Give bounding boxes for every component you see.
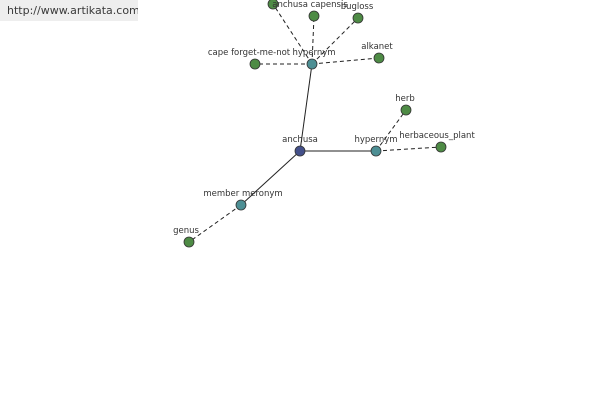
node-label-cape[interactable]: cape forget-me-not <box>208 48 291 58</box>
node-label-hyp2[interactable]: hypernym <box>354 135 397 145</box>
node-label-memb[interactable]: member meronym <box>203 189 282 199</box>
node-hyp2[interactable] <box>370 145 382 157</box>
edge-hyp1-bugloss <box>311 17 359 65</box>
edge-anchusa-memb <box>240 150 301 206</box>
labels-layer: anchusa hypernym hypernym member meronym cap… <box>173 0 475 236</box>
node-label-herbplant[interactable]: herbaceous_plant <box>399 131 475 141</box>
node-label-hyp1[interactable]: hypernym <box>292 48 335 58</box>
node-genus[interactable] <box>183 236 195 248</box>
edge-hyp2-herbplant <box>375 146 442 152</box>
node-herb[interactable] <box>400 104 412 116</box>
edges-layer <box>188 3 442 243</box>
nodes-layer <box>183 0 447 248</box>
node-anchusa[interactable] <box>294 145 306 157</box>
node-capensis[interactable] <box>308 10 320 22</box>
node-hyp1[interactable] <box>306 58 318 70</box>
edge-hyp1-alkanet <box>311 57 380 65</box>
node-bugloss[interactable] <box>352 12 364 24</box>
node-cape[interactable] <box>249 58 261 70</box>
node-label-alkanet[interactable]: alkanet <box>361 42 393 52</box>
node-label-genus[interactable]: genus <box>173 226 199 236</box>
node-topc[interactable] <box>267 0 279 10</box>
node-label-bugloss[interactable]: bugloss <box>341 2 374 12</box>
edge-hyp1-capensis <box>311 15 315 65</box>
edge-hyp1-topc <box>272 3 313 65</box>
node-memb[interactable] <box>235 199 247 211</box>
node-alkanet[interactable] <box>373 52 385 64</box>
node-label-anchusa[interactable]: anchusa <box>282 135 318 145</box>
watermark-url[interactable]: http://www.artikata.com <box>0 0 138 21</box>
node-label-capensis[interactable]: anchusa capensis <box>272 0 348 10</box>
edge-memb-genus <box>188 204 242 243</box>
edge-hyp2-herb <box>375 109 407 152</box>
node-herbplant[interactable] <box>435 141 447 153</box>
edge-anchusa-hyp1 <box>299 63 313 152</box>
node-label-herb[interactable]: herb <box>395 94 415 104</box>
